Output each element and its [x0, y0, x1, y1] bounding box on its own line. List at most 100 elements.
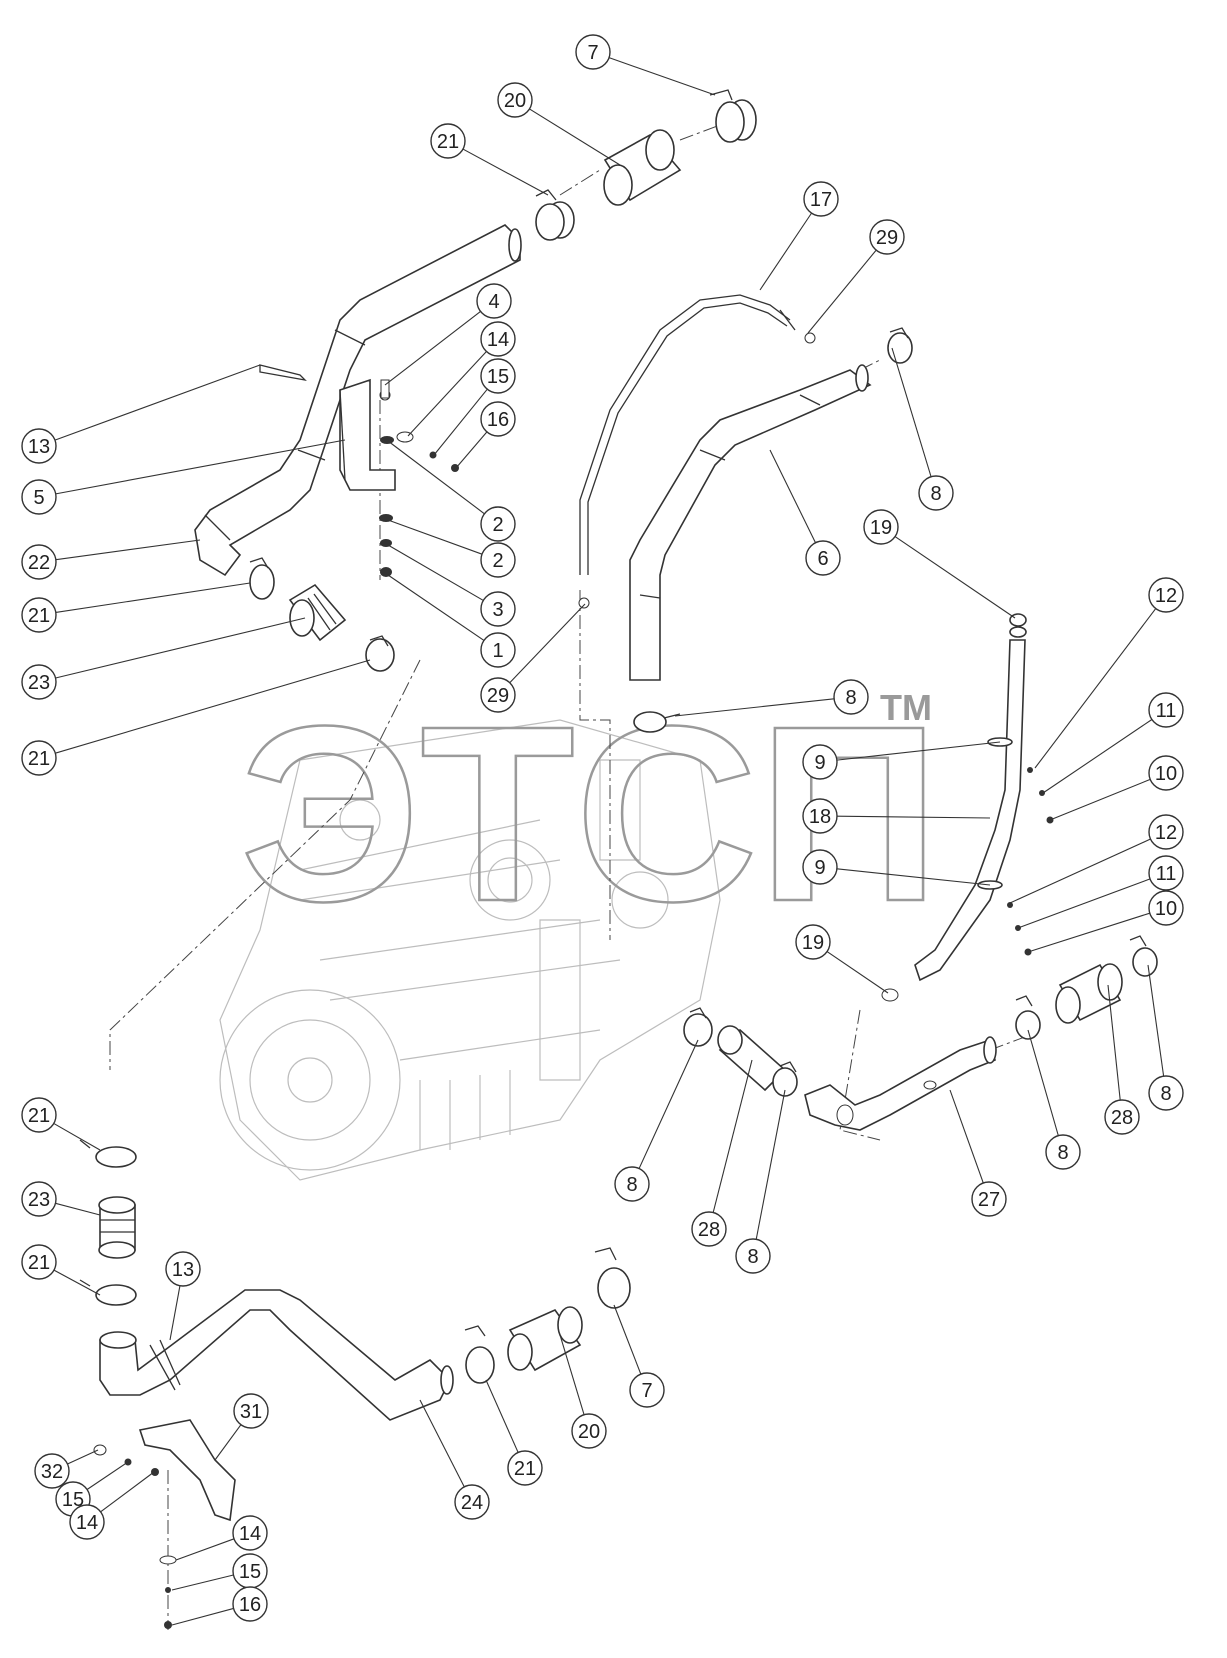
callout-5: 5 — [21, 479, 57, 515]
leader-line — [769, 449, 817, 543]
callout-label: 21 — [437, 131, 459, 153]
callout-circle — [1148, 755, 1184, 791]
callout-10: 10 — [1148, 755, 1184, 791]
leader-line — [387, 544, 484, 601]
leader-line — [559, 1334, 585, 1415]
callout-31: 31 — [233, 1393, 269, 1429]
callout-7: 7 — [629, 1372, 665, 1408]
callout-label: 21 — [28, 605, 50, 627]
callout-label: 20 — [504, 90, 526, 112]
callout-circle — [802, 744, 838, 780]
callout-16: 16 — [232, 1586, 268, 1622]
callout-13: 13 — [165, 1251, 201, 1287]
callout-12: 12 — [1148, 814, 1184, 850]
leader-line — [55, 617, 306, 679]
callout-circle — [1148, 577, 1184, 613]
callout-8: 8 — [918, 475, 954, 511]
leader-line — [55, 539, 201, 561]
callout-label: 12 — [1155, 585, 1177, 607]
callout-19: 19 — [795, 924, 831, 960]
callout-circle — [430, 123, 466, 159]
callout-circle — [476, 283, 512, 319]
callout-label: 22 — [28, 552, 50, 574]
callout-circle — [480, 321, 516, 357]
callout-9: 9 — [802, 849, 838, 885]
callout-8: 8 — [1045, 1134, 1081, 1170]
callout-8: 8 — [614, 1166, 650, 1202]
leader-line — [894, 536, 1016, 619]
leader-line — [1017, 878, 1151, 929]
leader-line — [387, 440, 485, 515]
callout-label: 8 — [845, 687, 856, 709]
callout-8: 8 — [1148, 1075, 1184, 1111]
leader-line — [433, 388, 488, 456]
callout-label: 4 — [488, 291, 499, 313]
callout-circle — [232, 1515, 268, 1551]
leader-line — [836, 868, 991, 886]
callout-label: 28 — [1111, 1107, 1133, 1129]
callout-circle — [480, 506, 516, 542]
leader-line — [53, 1122, 101, 1151]
callout-label: 1 — [492, 640, 503, 662]
leader-line — [1107, 984, 1121, 1101]
callout-21: 21 — [21, 1244, 57, 1280]
leader-line — [1027, 912, 1150, 953]
leader-line — [1009, 838, 1151, 904]
callout-label: 29 — [876, 227, 898, 249]
leader-line — [891, 347, 932, 477]
callout-label: 15 — [62, 1489, 84, 1511]
callout-circle — [863, 509, 899, 545]
callout-label: 14 — [76, 1512, 98, 1534]
leader-line — [826, 951, 889, 994]
leader-line — [1042, 719, 1153, 794]
callout-16: 16 — [480, 401, 516, 437]
callout-circle — [454, 1484, 490, 1520]
callout-11: 11 — [1148, 692, 1184, 728]
upper-charge-pipe — [194, 224, 522, 577]
callout-label: 8 — [930, 483, 941, 505]
lower-right-pipe-group — [683, 935, 1158, 1131]
callout-15: 15 — [232, 1553, 268, 1589]
callout-circle — [21, 1181, 57, 1217]
leader-line — [55, 582, 251, 613]
callout-circle — [575, 34, 611, 70]
callout-circle — [1104, 1099, 1140, 1135]
leader-line — [759, 212, 812, 291]
callout-3: 3 — [480, 591, 516, 627]
callout-circle — [21, 1097, 57, 1133]
callout-14: 14 — [69, 1504, 105, 1540]
leader-line — [485, 1379, 519, 1453]
leader-line — [836, 815, 991, 819]
leader-line — [169, 1285, 181, 1341]
leader-line — [1027, 1029, 1059, 1136]
callout-label: 5 — [33, 487, 44, 509]
callout-8: 8 — [833, 679, 869, 715]
callout-label: 8 — [1057, 1142, 1068, 1164]
callout-label: 15 — [239, 1561, 261, 1583]
callout-22: 22 — [21, 544, 57, 580]
leader-line — [214, 1424, 242, 1461]
callout-circle — [232, 1586, 268, 1622]
leader-line — [387, 519, 483, 555]
callout-label: 14 — [239, 1523, 261, 1545]
callout-32: 32 — [34, 1453, 70, 1489]
leader-line — [712, 1059, 753, 1213]
callout-14: 14 — [232, 1515, 268, 1551]
leader-line — [384, 310, 481, 386]
callout-label: 9 — [814, 857, 825, 879]
callout-label: 3 — [492, 599, 503, 621]
callout-13: 13 — [21, 428, 57, 464]
callout-18: 18 — [802, 798, 838, 834]
callout-label: 20 — [578, 1421, 600, 1443]
callout-label: 8 — [747, 1246, 758, 1268]
callout-label: 21 — [28, 1105, 50, 1127]
callout-20: 20 — [497, 82, 533, 118]
callout-circle — [34, 1453, 70, 1489]
leader-line — [755, 1089, 786, 1240]
leader-line — [171, 1574, 234, 1591]
callout-15: 15 — [480, 358, 516, 394]
callout-circle — [1148, 1075, 1184, 1111]
callout-7: 7 — [575, 34, 611, 70]
callout-label: 16 — [487, 409, 509, 431]
